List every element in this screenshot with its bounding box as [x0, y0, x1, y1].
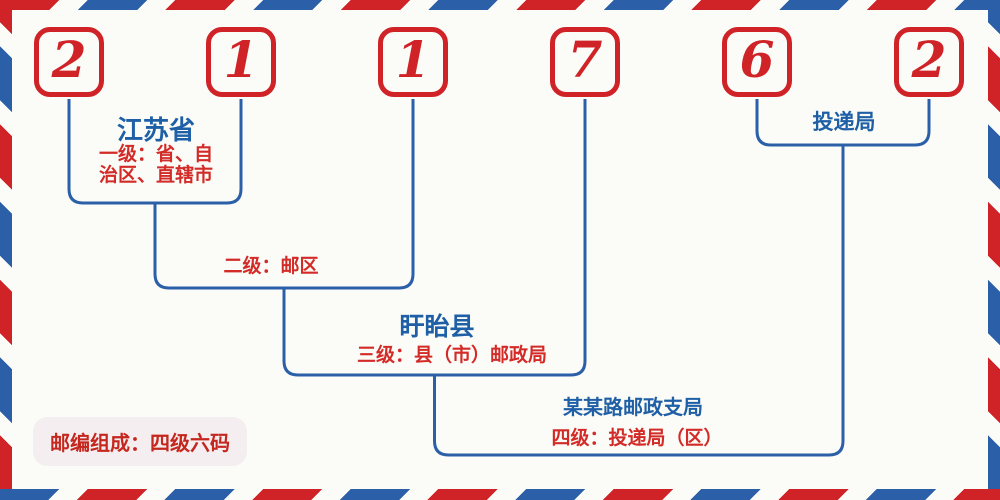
- airmail-border-left: [0, 10, 12, 489]
- level4-description-label: 四级：投递局（区）: [551, 427, 723, 449]
- postal-digit-6: 2: [911, 30, 947, 89]
- level2-description-label: 二级：邮区: [223, 255, 319, 277]
- level3-description-label: 三级：县（市）邮政局: [356, 344, 548, 366]
- postal-digit-2: 1: [223, 30, 259, 89]
- airmail-border-top: [0, 0, 1000, 10]
- composition-note: 邮编组成：四级六码: [33, 417, 247, 466]
- postal-digit-box-4: 7: [550, 27, 620, 97]
- postal-digit-box-6: 2: [894, 27, 964, 97]
- airmail-border-bottom: [0, 489, 1000, 500]
- province-name-label: 江苏省: [116, 116, 196, 146]
- postal-digit-box-2: 1: [206, 27, 276, 97]
- postal-digit-box-3: 1: [378, 27, 448, 97]
- postal-digit-5: 6: [739, 30, 775, 89]
- airmail-border-right: [988, 10, 1000, 489]
- postal-digit-3: 1: [395, 30, 431, 89]
- postal-digit-4: 7: [567, 30, 603, 89]
- delivery-office-label: 投递局: [812, 109, 876, 134]
- postal-digit-box-1: 2: [34, 27, 104, 97]
- level1-description-label: 一级：省、自 治区、直辖市: [98, 143, 214, 186]
- branch-office-name-label: 某某路邮政支局: [563, 395, 703, 419]
- postal-digit-1: 2: [51, 30, 87, 89]
- postal-digit-box-5: 6: [722, 27, 792, 97]
- county-name-label: 盱眙县: [399, 312, 475, 341]
